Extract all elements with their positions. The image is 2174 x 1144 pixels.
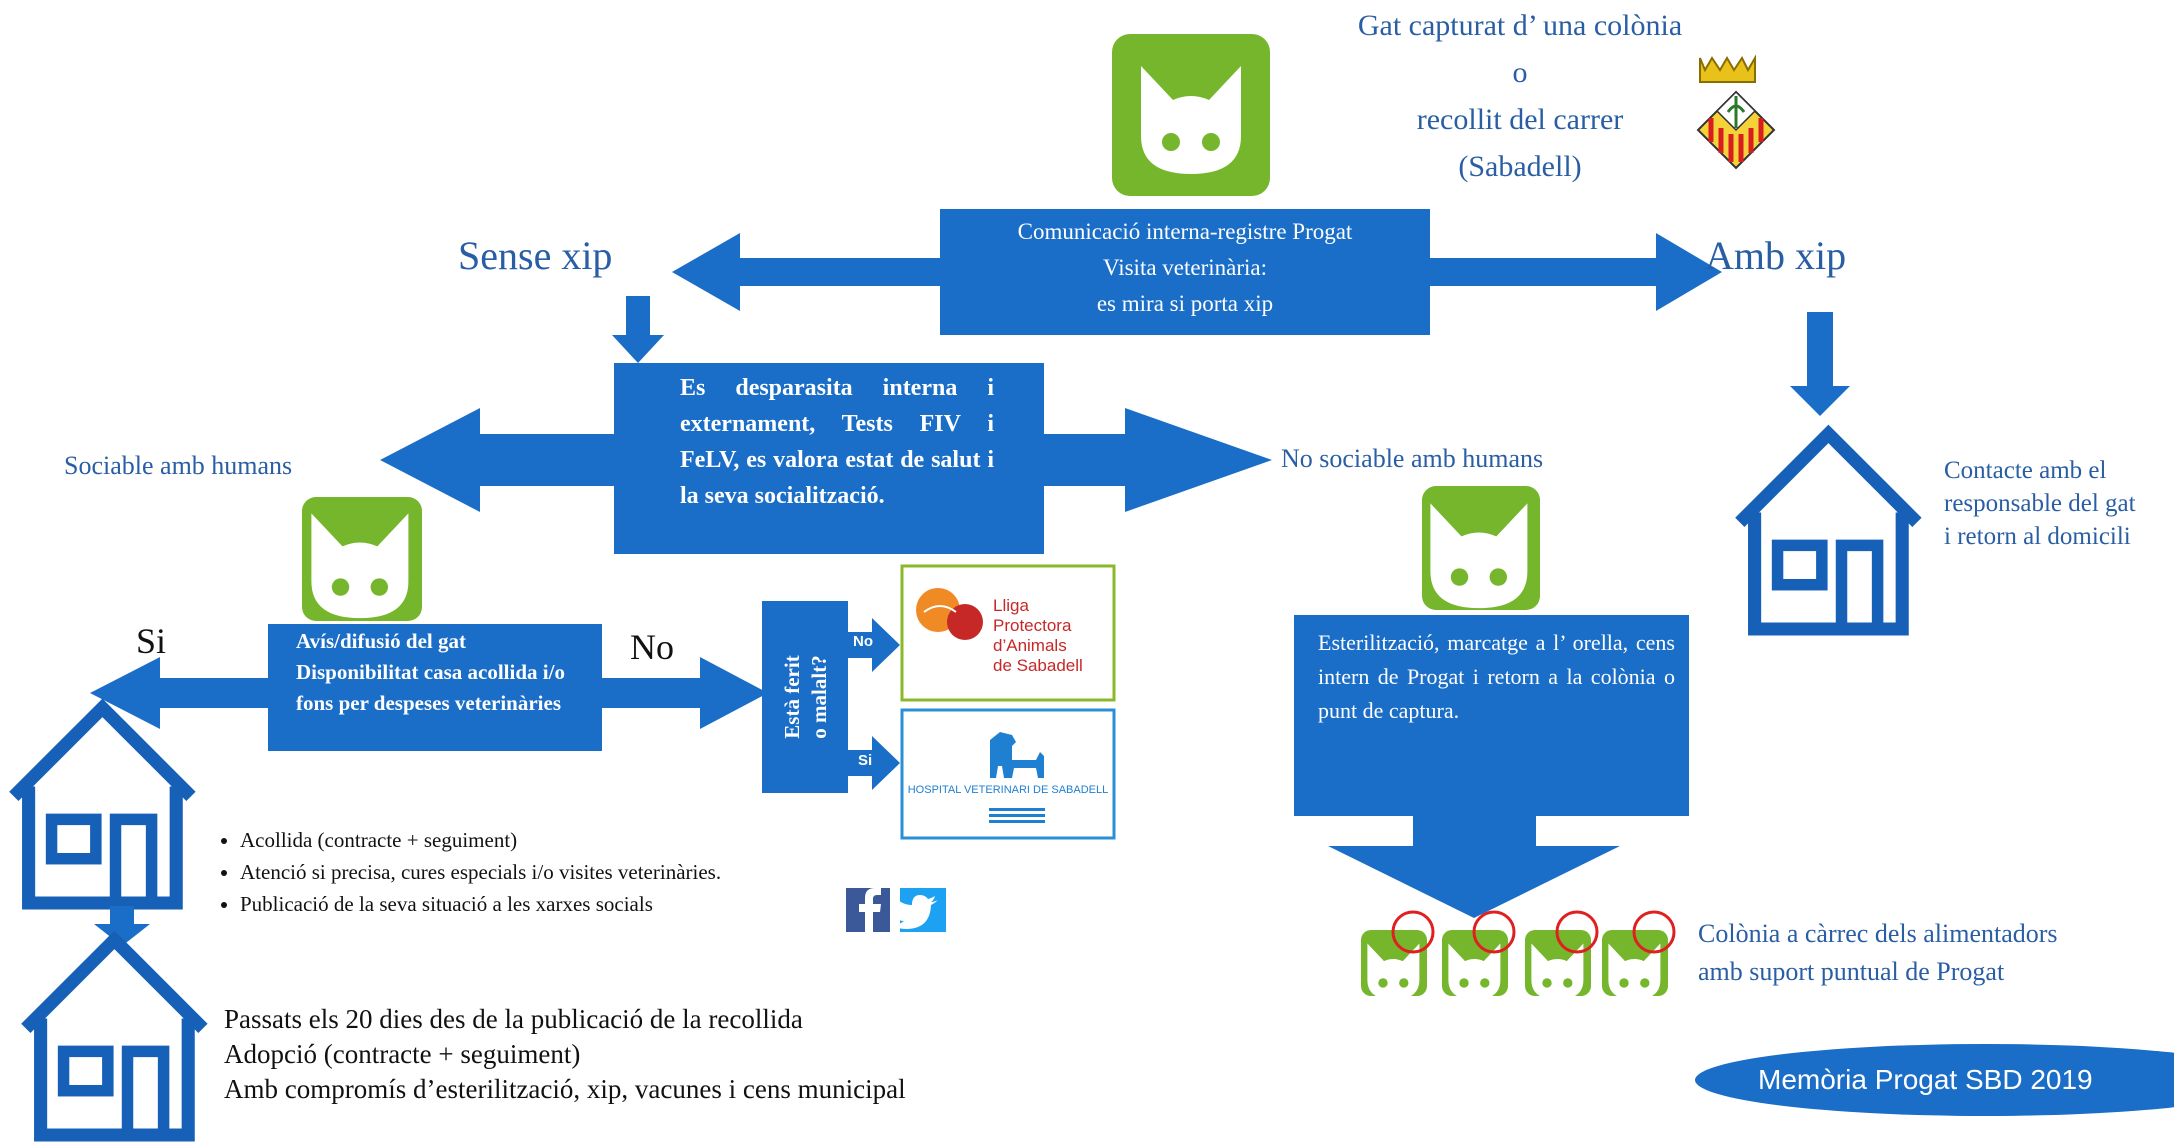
top-box-line3: es mira si porta xip (1096, 291, 1274, 316)
adoption-line2: Adopció (contracte + seguiment) (224, 1039, 581, 1069)
contact-line1: Contacte amb el (1944, 457, 2107, 484)
right-box-text: Esterilització, marcatge a l’ orella, ce… (1318, 630, 1675, 723)
down-arrow-amb-xip (1790, 312, 1850, 416)
footer-badge-shape (1695, 1044, 2174, 1116)
acollida-bullet-list: Acollida (contracte + seguiment) Atenció… (210, 824, 890, 920)
lliga-line1: Lliga (993, 596, 1029, 615)
top-box-line1: Comunicació interna-registre Progat (1017, 219, 1353, 244)
sabadell-crest-icon (1696, 54, 1776, 170)
twitter-icon[interactable] (892, 888, 946, 932)
header-line2: o (1512, 56, 1528, 89)
label-no-sociable: No sociable amb humans (1281, 444, 1544, 473)
lliga-logo-text: Lliga Protectora d’Animals de Sabadell (993, 596, 1083, 676)
label-sense-xip: Sense xip (458, 233, 613, 278)
contact-line2: responsable del gat (1944, 490, 2136, 517)
label-sociable: Sociable amb humans (64, 451, 293, 480)
left-box-line1: Avís/difusió del gat (296, 629, 466, 653)
middle-box-text: Es desparasita interna i externament, Te… (680, 375, 994, 509)
bullet-item: Acollida (contracte + seguiment) (240, 824, 890, 856)
colony-line2: amb suport puntual de Progat (1698, 957, 2005, 986)
left-box-line2: Disponibilitat casa acollida i/o fons pe… (296, 660, 565, 715)
question-line2: o malalt? (807, 655, 831, 739)
lliga-line3: d’Animals (993, 636, 1067, 655)
right-down-arrow (1328, 812, 1620, 918)
label-no: No (630, 627, 674, 667)
contact-line3: i retorn al domicili (1944, 523, 2131, 550)
top-box-line2: Visita veterinària: (1102, 255, 1268, 280)
question-branch-si: Si (858, 752, 873, 769)
contact-text: Contacte amb el responsable del gat i re… (1944, 454, 2136, 553)
colony-text: Colònia a càrrec dels alimentadors amb s… (1698, 915, 2058, 991)
header-caption: Gat capturat d’ una colònia o recollit d… (1320, 2, 1720, 190)
footer-badge-text: Memòria Progat SBD 2019 (1758, 1064, 2093, 1095)
bullet-item: Atenció si precisa, cures especials i/o … (240, 856, 890, 888)
left-cat-icon (302, 497, 422, 621)
colony-cat-icons (1361, 910, 1676, 1000)
question-branch-no: No (853, 633, 873, 650)
hospital-logo-text: HOSPITAL VETERINARI DE SABADELL (907, 784, 1109, 796)
bullet-item: Publicació de la seva situació a les xar… (240, 888, 890, 920)
hospital-veterinari-logo (900, 708, 1116, 840)
down-arrow-sense-xip (612, 296, 664, 363)
label-si: Si (136, 621, 167, 661)
house-icon-acollida (14, 708, 191, 903)
adoption-text: Passats els 20 dies des de la publicació… (224, 1002, 984, 1107)
right-cat-icon (1422, 486, 1540, 610)
header-line1: Gat capturat d’ una colònia (1357, 9, 1683, 42)
question-box-text: Està ferit o malalt? (763, 601, 847, 793)
lliga-protectora-logo (900, 564, 1116, 702)
header-line4: (Sabadell) (1458, 150, 1582, 183)
top-cat-icon (1112, 34, 1270, 196)
facebook-icon[interactable] (846, 888, 890, 932)
question-line1: Està ferit (780, 655, 804, 739)
header-line3: recollit del carrer (1416, 103, 1624, 136)
colony-line1: Colònia a càrrec dels alimentadors (1698, 919, 2058, 948)
down-arrow-to-adoption (94, 906, 150, 946)
house-icon-domicili (1740, 434, 1917, 629)
top-box-text: Comunicació interna-registre Progat Visi… (940, 214, 1430, 322)
lliga-line4: de Sabadell (993, 656, 1083, 675)
house-icon-adopcio (26, 940, 203, 1135)
adoption-line1: Passats els 20 dies des de la publicació… (224, 1004, 803, 1034)
adoption-line3: Amb compromís d’esterilització, xip, vac… (224, 1074, 906, 1104)
lliga-line2: Protectora (993, 616, 1072, 635)
label-amb-xip: Amb xip (1705, 233, 1847, 278)
left-box-text: Avís/difusió del gat Disponibilitat casa… (296, 626, 606, 719)
